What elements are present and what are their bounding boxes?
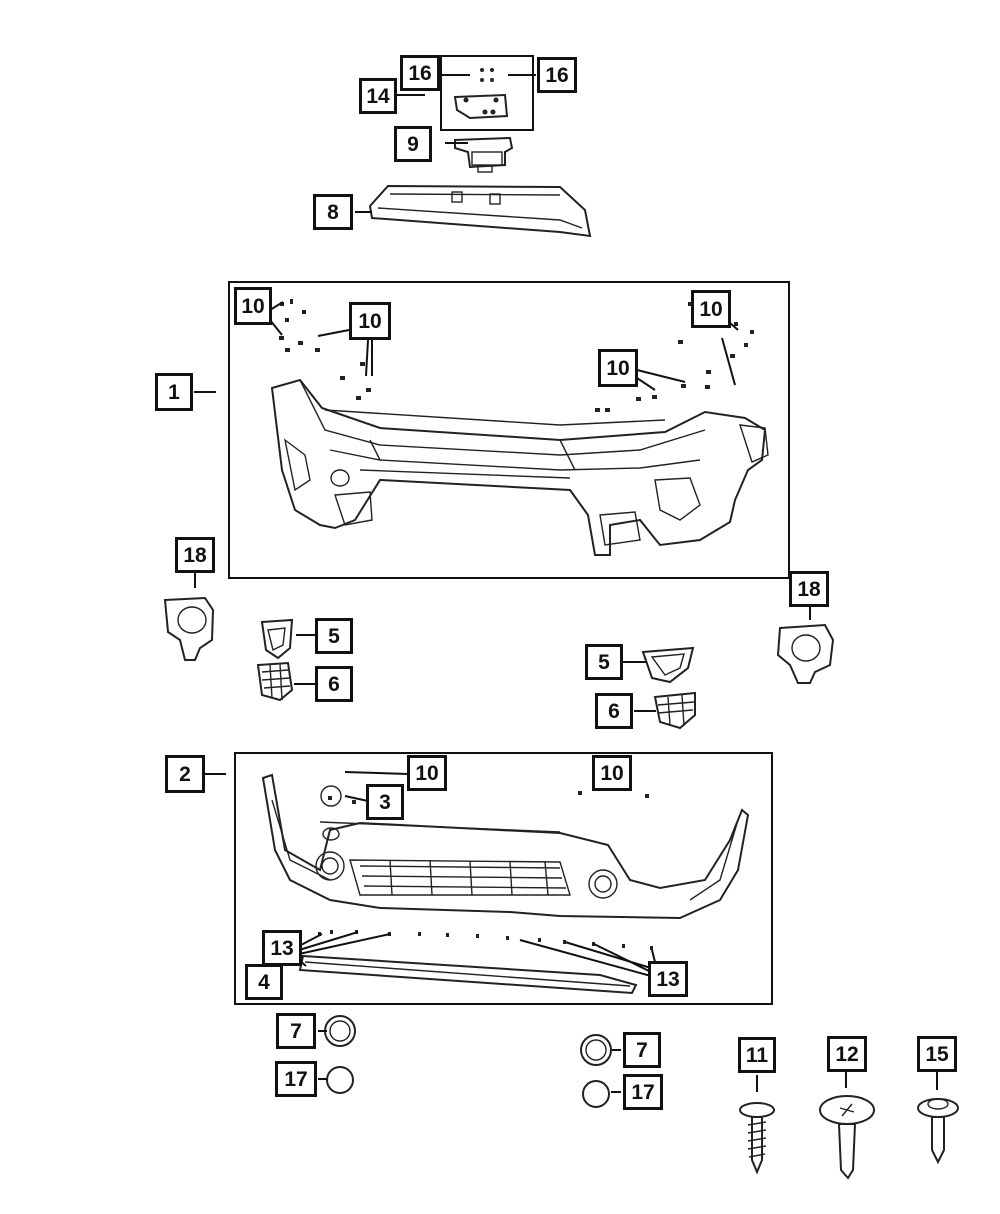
clip-10-upper-set [279, 299, 754, 412]
callout-2: 2 [165, 755, 205, 793]
callout-13-right: 13 [648, 961, 688, 997]
lower-fascia-frame [234, 752, 773, 1005]
callout-1: 1 [155, 373, 193, 411]
cap-17-left [326, 1066, 354, 1094]
fog-lamp-bezel-18-right [776, 623, 835, 684]
callout-10-d: 10 [598, 349, 638, 387]
callout-11: 11 [738, 1037, 776, 1073]
callout-16-right: 16 [537, 57, 577, 93]
callout-14: 14 [359, 78, 397, 114]
callout-18-left: 18 [175, 537, 215, 573]
callout-5-left: 5 [315, 618, 353, 654]
callout-6-left: 6 [315, 666, 353, 702]
clip-13-set [318, 930, 653, 950]
reinforcement-bar-8 [368, 184, 592, 238]
screw-12 [819, 1095, 875, 1180]
plug-7-left [324, 1015, 356, 1047]
plug-3 [320, 785, 342, 807]
grille-insert-6-left [256, 661, 294, 702]
mounting-bracket-14 [453, 93, 509, 120]
clip-10-lower-set [328, 791, 649, 804]
fog-lamp-bezel-18-left [163, 596, 215, 661]
callout-16-left: 16 [400, 55, 440, 91]
callout-17-right: 17 [623, 1074, 663, 1110]
callout-13-left: 13 [262, 930, 302, 966]
callout-10-a: 10 [234, 287, 272, 325]
callout-10-c: 10 [691, 290, 731, 328]
callout-10-b: 10 [349, 302, 391, 340]
callout-15: 15 [917, 1036, 957, 1072]
callout-10-e: 10 [407, 755, 447, 791]
callout-12: 12 [827, 1036, 867, 1072]
grille-insert-6-right [653, 691, 696, 730]
bezel-5-left [260, 618, 294, 660]
lower-fascia-2 [261, 773, 750, 920]
callout-8: 8 [313, 194, 353, 230]
upper-fascia-1 [270, 378, 769, 556]
screw-11 [739, 1102, 775, 1175]
fastener-16-dots [480, 68, 494, 82]
callout-10-f: 10 [592, 755, 632, 791]
screw-15 [917, 1098, 959, 1165]
skid-plate-4 [298, 954, 638, 995]
plug-7-right [580, 1034, 612, 1066]
bezel-5-right [641, 646, 695, 684]
callout-6-right: 6 [595, 693, 633, 729]
leader-lines [194, 74, 938, 1093]
callout-3: 3 [366, 784, 404, 820]
callout-5-right: 5 [585, 644, 623, 680]
bracket-kit-frame [440, 55, 534, 131]
callout-7-left: 7 [276, 1013, 316, 1049]
upper-fascia-frame [228, 281, 790, 579]
callout-17-left: 17 [275, 1061, 317, 1097]
callout-18-right: 18 [789, 571, 829, 607]
callout-7-right: 7 [623, 1032, 661, 1068]
callout-4: 4 [245, 964, 283, 1000]
sensor-module-9 [454, 136, 514, 173]
callout-9: 9 [394, 126, 432, 162]
cap-17-right [582, 1080, 610, 1108]
